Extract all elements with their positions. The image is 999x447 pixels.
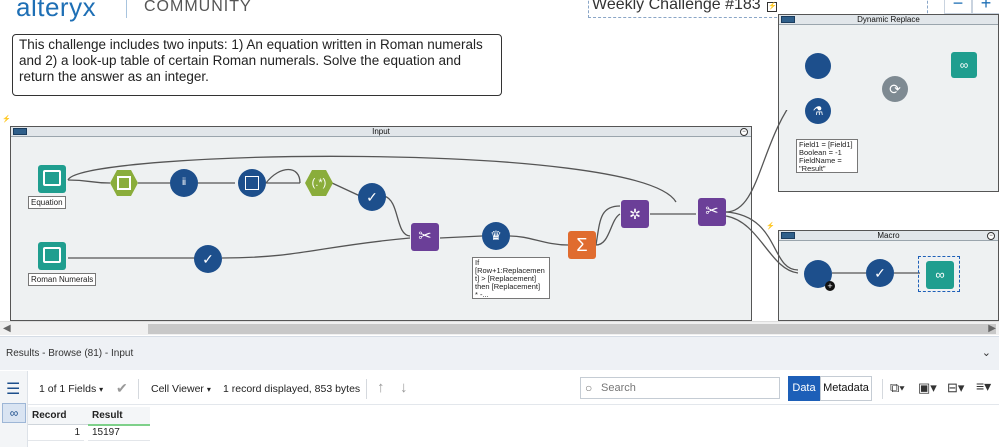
input-data-tool-equation[interactable] (38, 165, 66, 193)
results-toolbar: 1 of 1 Fields ▾ ✔ Cell Viewer ▾ 1 record… (0, 371, 999, 405)
fields-selector[interactable]: 1 of 1 Fields ▾ (39, 383, 103, 395)
results-pane-header: Results - Browse (81) - Input ⌄ (0, 336, 999, 370)
find-replace-tool-2[interactable]: ✂ (698, 198, 726, 226)
append-fields-tool[interactable]: ✲ (621, 200, 649, 228)
browse-tool[interactable]: ∞ (918, 256, 960, 292)
more-options-icon[interactable]: ≡▾ (976, 378, 992, 394)
challenge-comment[interactable]: This challenge includes two inputs: 1) A… (12, 34, 502, 96)
column-header-record[interactable]: Record (28, 407, 88, 425)
collapse-icon[interactable]: − (987, 232, 995, 240)
workflow-canvas[interactable]: ⚡ Input − Dynamic Replace Macro − ⚡ (0, 14, 999, 321)
copy-icon[interactable]: ⧉▾ (890, 380, 905, 395)
roman-numerals-label: Roman Numerals (28, 273, 97, 286)
macro-container-header[interactable]: Macro − (779, 231, 998, 241)
results-pane-title: Results - Browse (81) - Input (6, 348, 134, 359)
connection-lines (67, 110, 920, 274)
result-cell[interactable]: 15197 (88, 425, 150, 441)
formula-tool-macro[interactable]: ⚗ (805, 98, 831, 124)
select-tool-2[interactable]: ✓ (194, 245, 222, 273)
macro-input-tool[interactable]: + (804, 260, 835, 291)
binoculars-icon: ∞ (926, 261, 954, 289)
binoculars-icon[interactable]: ∞ (2, 403, 26, 423)
logo-divider (126, 0, 127, 18)
input-data-tool-roman[interactable] (38, 242, 66, 270)
community-label: COMMUNITY (144, 0, 252, 15)
alteryx-logo: alteryx (16, 0, 97, 22)
result-column-indicator (88, 424, 150, 426)
grid-plus-icon (245, 176, 259, 190)
container-icon (781, 232, 795, 239)
cell-viewer-dropdown[interactable]: Cell Viewer ▾ (151, 383, 211, 395)
summarize-tool[interactable]: Σ (568, 231, 596, 259)
multi-row-formula-tool[interactable]: ♛ (482, 222, 510, 250)
dynamic-replace-title: Dynamic Replace (857, 15, 920, 24)
arrow-up-icon[interactable]: ↑ (377, 379, 385, 396)
zoom-in-button[interactable]: + (972, 0, 999, 14)
scroll-left-arrow[interactable]: ◀ (3, 323, 11, 334)
macro-flag-icon: ⚡ (766, 223, 775, 230)
search-placeholder: Search (601, 382, 636, 394)
select-tool-3[interactable]: ✓ (866, 259, 894, 287)
macro-output-tool[interactable]: ∞ (951, 52, 977, 78)
record-id-tool[interactable]: ⅱ (170, 169, 198, 197)
toolbar-separator (366, 379, 367, 399)
metadata-tab-button[interactable]: Metadata (820, 376, 872, 401)
table-view-icon[interactable]: ☰ (6, 381, 21, 398)
toolbar-separator (882, 379, 883, 399)
input-tool-macro[interactable] (805, 53, 831, 79)
results-side-toolbar: ☰ ∞ (0, 371, 28, 447)
multi-row-annotation: If [Row+1:Replacemen t] > [Replacement] … (472, 257, 550, 299)
collapse-icon[interactable]: − (740, 128, 748, 136)
macro-container-title: Macro (877, 231, 900, 240)
fields-label: 1 of 1 Fields (39, 383, 97, 395)
save-icon[interactable]: ▣▾ (918, 380, 937, 395)
tool-flag-icon: ⚡ (767, 2, 777, 12)
dynamic-replace-header[interactable]: Dynamic Replace (779, 15, 998, 25)
plus-icon: + (825, 281, 835, 291)
chevron-down-icon: ▾ (206, 385, 211, 394)
book-icon (43, 170, 61, 186)
table-row[interactable]: 1 15197 (28, 405, 150, 445)
scroll-right-arrow[interactable]: ▶ (988, 323, 996, 334)
scrollbar-thumb[interactable] (148, 324, 996, 334)
cell-viewer-label: Cell Viewer (151, 383, 204, 395)
formula-annotation: Field1 = [Field1] Boolean = -1 FieldName… (796, 139, 858, 173)
search-input[interactable]: ○ Search (580, 377, 780, 399)
data-tab-button[interactable]: Data (788, 376, 820, 401)
record-cell: 1 (28, 425, 84, 441)
columns-icon (117, 176, 131, 190)
dynamic-replace-tool[interactable]: ⟳ (882, 76, 908, 102)
equation-label: Equation (28, 196, 66, 209)
challenge-title-box (588, 0, 928, 18)
record-info: 1 record displayed, 853 bytes (223, 383, 361, 395)
book-icon (43, 247, 61, 263)
arrow-down-icon[interactable]: ↓ (400, 379, 408, 396)
canvas-container-flag-icon: ⚡ (2, 116, 11, 123)
challenge-title: Weekly Challenge #183 (592, 0, 761, 13)
container-icon (13, 128, 27, 135)
canvas-horizontal-scrollbar[interactable]: ◀ ▶ (0, 321, 999, 335)
find-replace-tool[interactable]: ✂ (411, 223, 439, 251)
generate-rows-tool[interactable] (238, 169, 266, 197)
chevron-down-icon[interactable]: ⌄ (981, 347, 991, 359)
select-tool[interactable]: ✓ (358, 183, 386, 211)
table-options-icon[interactable]: ⊟▾ (947, 380, 965, 395)
chevron-down-icon: ▾ (99, 385, 104, 394)
zoom-out-button[interactable]: − (944, 0, 972, 14)
input-container-header[interactable]: Input − (11, 127, 751, 137)
toolbar-separator (138, 379, 139, 399)
checkmark-icon[interactable]: ✔ (116, 380, 128, 396)
search-icon: ○ (585, 381, 593, 395)
input-container-title: Input (372, 127, 390, 136)
container-icon (781, 16, 795, 23)
